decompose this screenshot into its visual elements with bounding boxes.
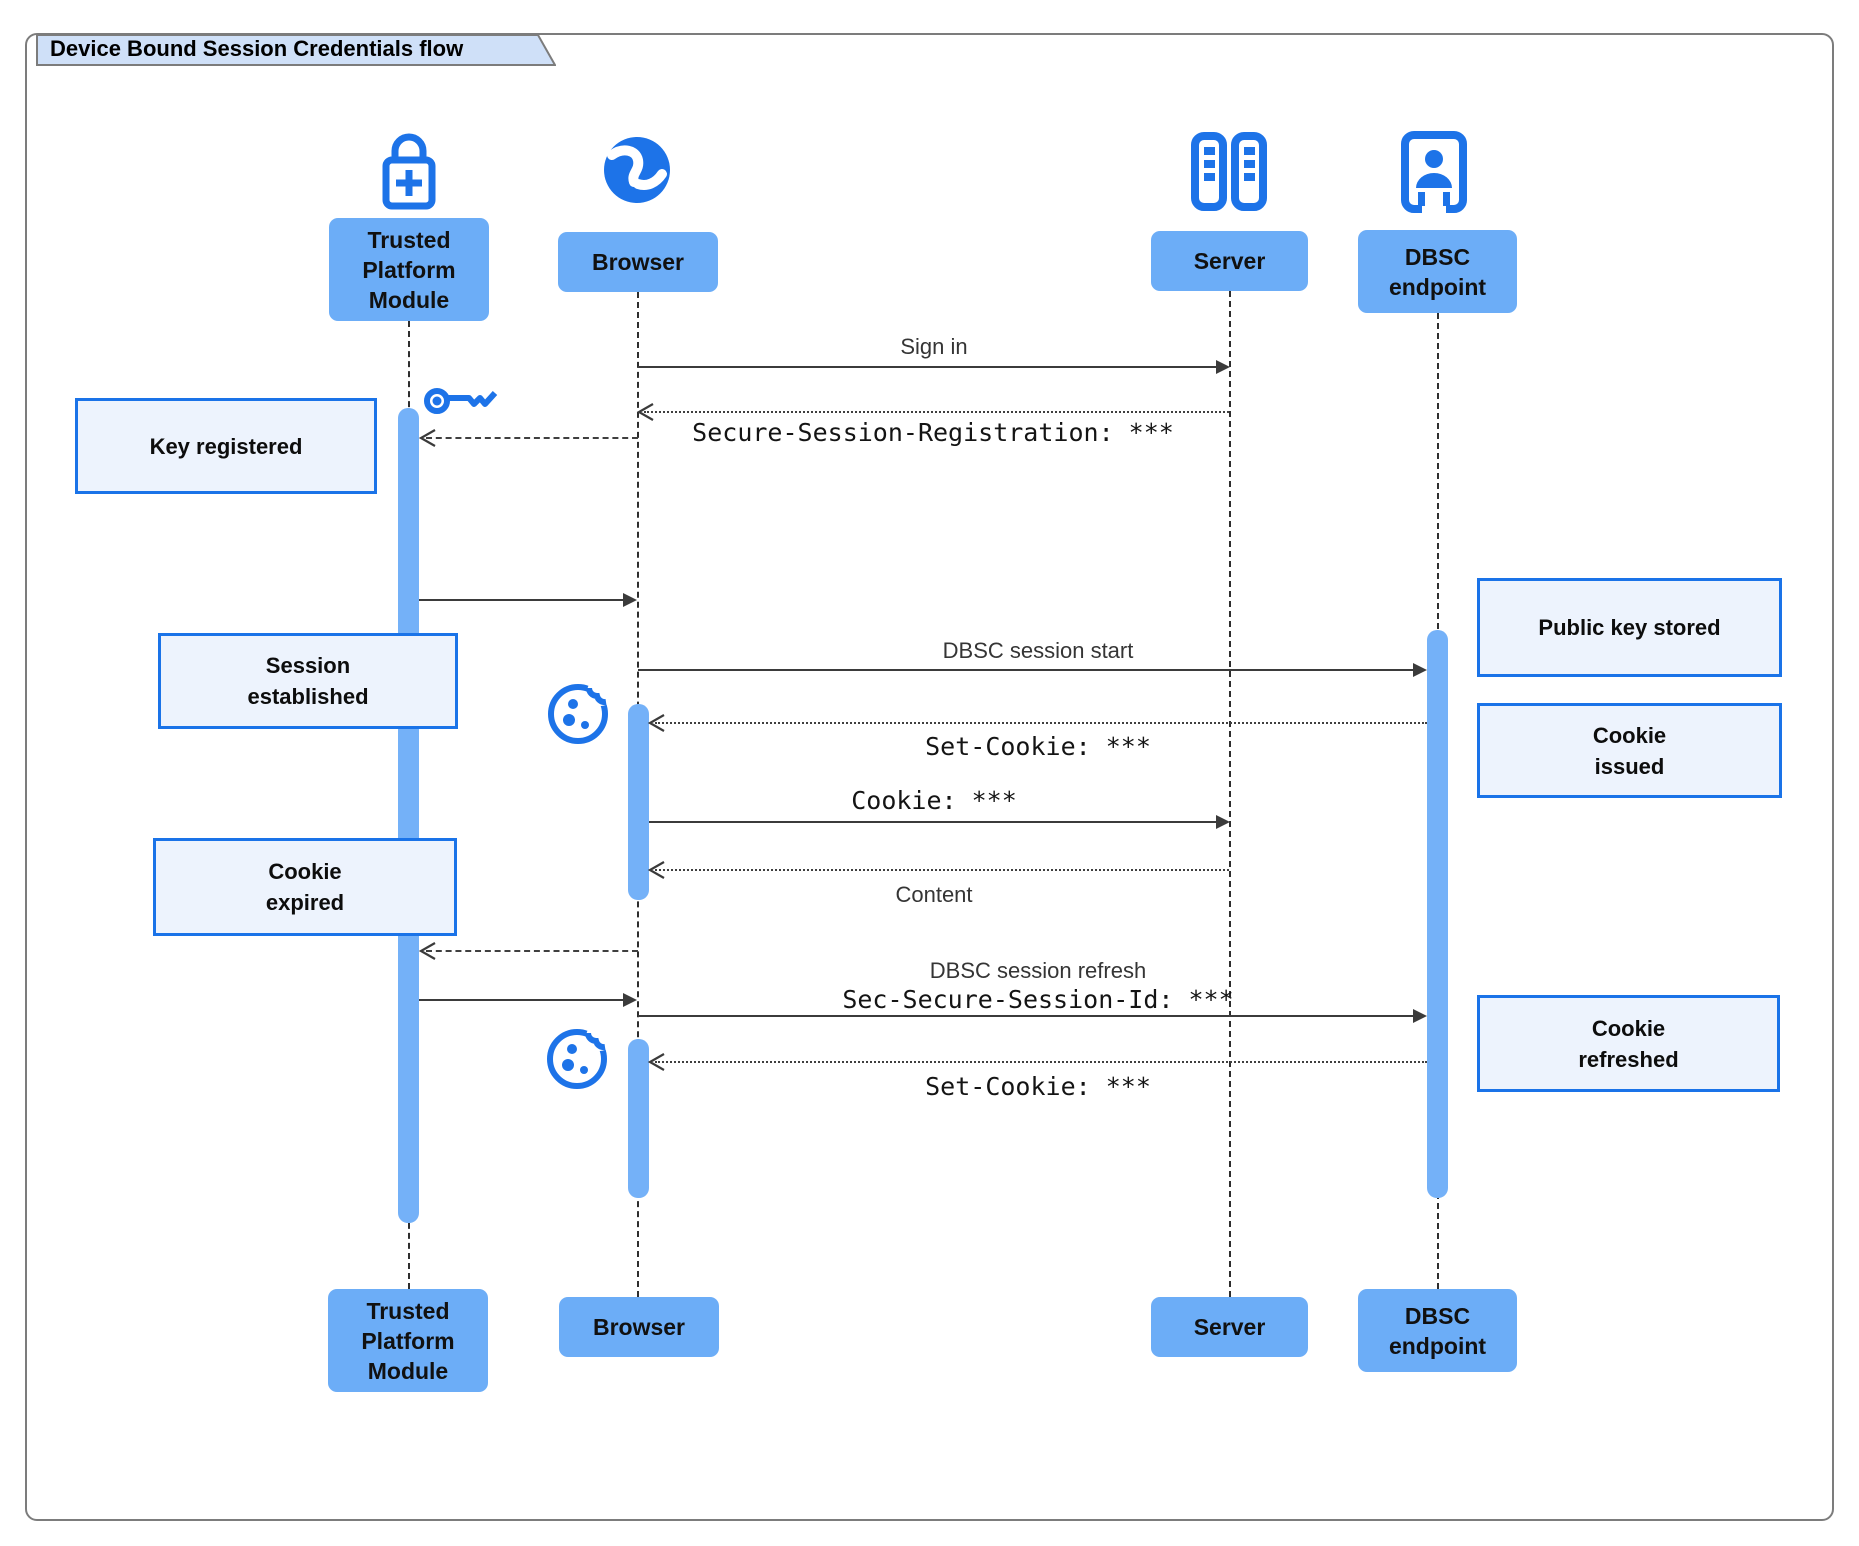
note-key-registered: Key registered [75, 398, 377, 494]
note-session-established: Session established [158, 633, 458, 729]
actor-bottom-server: Server [1151, 1297, 1308, 1357]
arrowhead-icon [1216, 360, 1230, 374]
actor-top-browser: Browser [558, 232, 718, 292]
open-arrowhead-icon [418, 942, 436, 960]
open-arrowhead-icon [647, 714, 665, 732]
actor-bottom-tpm: Trusted Platform Module [328, 1289, 488, 1392]
arrow-sign-in [638, 366, 1216, 368]
globe-icon [600, 133, 674, 207]
message-label-dbsc-session-refresh: DBSC session refresh [929, 958, 1147, 983]
message-label-cookie: Cookie: *** [851, 786, 1017, 815]
note-cookie-expired: Cookie expired [153, 838, 457, 936]
message-label-sec-secure-session-id: Sec-Secure-Session-Id: *** [842, 985, 1234, 1014]
actor-bottom-browser: Browser [559, 1297, 719, 1357]
lock-plus-icon [373, 128, 445, 214]
message-label-dbsc-session-start: DBSC session start [942, 638, 1134, 663]
note-cookie-refreshed: Cookie refreshed [1477, 995, 1780, 1092]
activation-browser-1 [628, 704, 649, 900]
arrow-key-done [419, 599, 624, 601]
activation-browser-2 [628, 1039, 649, 1198]
open-arrowhead-icon [647, 1053, 665, 1071]
note-cookie-issued: Cookie issued [1477, 703, 1782, 798]
arrowhead-icon [623, 593, 637, 607]
arrow-set-cookie-refresh [655, 1061, 1427, 1063]
arrow-session-registration-reply [644, 411, 1229, 413]
message-label-set-cookie-refresh: Set-Cookie: *** [925, 1072, 1151, 1101]
lifeline-server [1229, 291, 1231, 1297]
actor-top-tpm: Trusted Platform Module [329, 218, 489, 321]
arrowhead-icon [1413, 1009, 1427, 1023]
arrow-content [655, 869, 1229, 871]
arrow-dbsc-session-refresh [638, 1015, 1414, 1017]
message-label-set-cookie: Set-Cookie: *** [925, 732, 1151, 761]
activation-tpm [398, 408, 419, 1223]
arrow-cookie [649, 821, 1216, 823]
arrow-register-key [426, 437, 638, 439]
message-label-content: Content [895, 882, 973, 907]
arrow-signature-done [419, 999, 624, 1001]
actor-bottom-dbsc: DBSC endpoint [1358, 1289, 1517, 1372]
diagram-title: Device Bound Session Credentials flow [50, 36, 464, 61]
arrowhead-icon [623, 993, 637, 1007]
arrow-set-cookie [655, 722, 1427, 724]
key-icon [421, 376, 505, 424]
cookie-icon [543, 1021, 613, 1093]
open-arrowhead-icon [418, 429, 436, 447]
server-rack-icon [1186, 130, 1272, 214]
activation-dbsc [1427, 630, 1448, 1198]
actor-top-dbsc: DBSC endpoint [1358, 230, 1517, 313]
arrowhead-icon [1413, 663, 1427, 677]
open-arrowhead-icon [647, 861, 665, 879]
note-public-key-stored: Public key stored [1477, 578, 1782, 677]
message-label-secure-session-registration: Secure-Session-Registration: *** [692, 418, 1174, 447]
open-arrowhead-icon [636, 403, 654, 421]
actor-top-server: Server [1151, 231, 1308, 291]
title-tab [36, 34, 556, 66]
cookie-icon [544, 676, 614, 748]
arrow-sign-challenge [426, 950, 638, 952]
booth-person-icon [1400, 130, 1468, 214]
arrowhead-icon [1216, 815, 1230, 829]
message-label-sign-in: Sign in [900, 334, 968, 359]
arrow-dbsc-session-start [638, 669, 1414, 671]
